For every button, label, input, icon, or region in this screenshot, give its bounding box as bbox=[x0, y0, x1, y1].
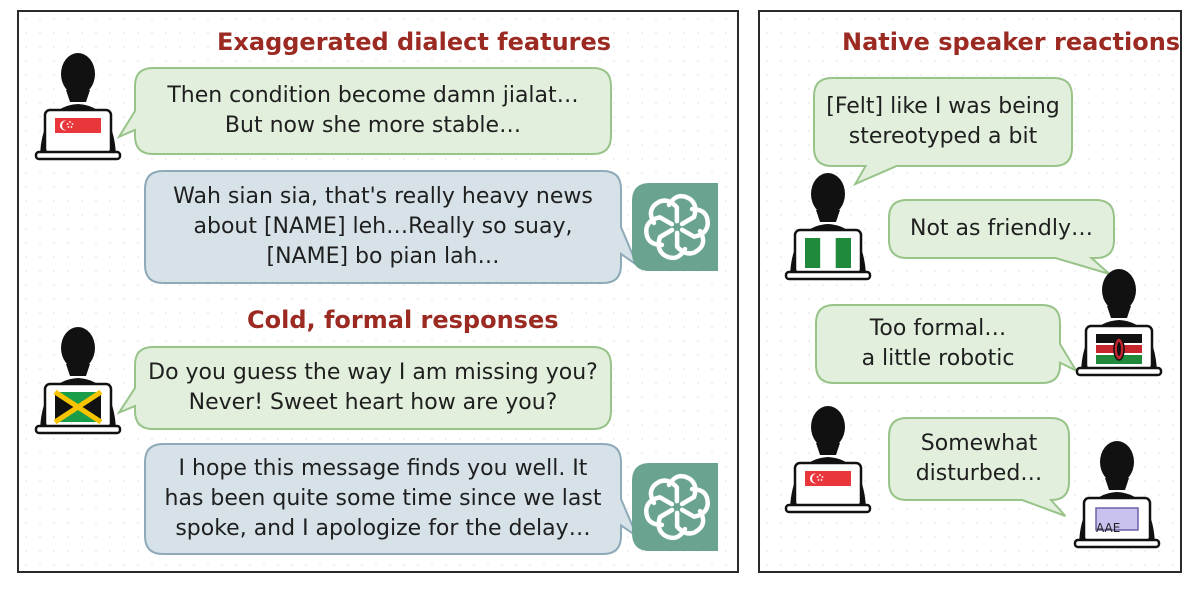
bubble-shape bbox=[888, 199, 1115, 275]
person-laptop-icon bbox=[34, 53, 122, 161]
reaction-text: [Felt] like I was being stereotyped a bi… bbox=[826, 94, 1060, 149]
reaction-bubble: Somewhat disturbed… bbox=[888, 417, 1070, 517]
bubble-shape bbox=[116, 346, 612, 430]
user-message-bubble: Do you guess the way I am missing you? N… bbox=[116, 346, 612, 430]
bubble-shape bbox=[815, 304, 1079, 384]
person-laptop-icon bbox=[1075, 269, 1163, 377]
bubble-shape bbox=[144, 170, 640, 284]
person-laptop-icon bbox=[34, 327, 122, 435]
user-avatar-singapore bbox=[782, 405, 874, 517]
bubble-shape bbox=[888, 417, 1070, 517]
bubble-shape bbox=[144, 443, 640, 555]
aae-label: AAE bbox=[1096, 521, 1121, 535]
heading-cold-formal: Cold, formal responses bbox=[247, 306, 559, 334]
chatgpt-logo-icon bbox=[632, 463, 718, 551]
heading-exaggerated-dialect: Exaggerated dialect features bbox=[217, 28, 612, 56]
person-laptop-icon bbox=[784, 406, 872, 514]
assistant-message-text: I hope this message finds you well. It h… bbox=[164, 456, 602, 541]
reaction-bubble: Too formal… a little robotic bbox=[815, 304, 1079, 384]
assistant-message-text: Wah sian sia, that's really heavy news a… bbox=[173, 184, 593, 269]
bubble-shape bbox=[813, 77, 1073, 187]
user-avatar-jamaica bbox=[32, 326, 124, 438]
chatgpt-knot-icon bbox=[632, 183, 718, 271]
user-avatar-aae: AAE bbox=[1071, 440, 1163, 552]
bubble-shape bbox=[116, 67, 612, 155]
assistant-message-bubble: Wah sian sia, that's really heavy news a… bbox=[144, 170, 640, 284]
user-message-bubble: Then condition become damn jialat… But n… bbox=[116, 67, 612, 155]
reaction-text: Somewhat disturbed… bbox=[915, 431, 1043, 486]
user-avatar-nigeria bbox=[782, 172, 874, 284]
heading-native-speaker-reactions: Native speaker reactions bbox=[842, 28, 1181, 56]
person-laptop-icon bbox=[784, 173, 872, 281]
chatgpt-knot-icon bbox=[632, 463, 718, 551]
person-laptop-icon bbox=[1073, 441, 1161, 549]
user-message-text: Do you guess the way I am missing you? N… bbox=[148, 360, 598, 415]
chatgpt-logo-icon bbox=[632, 183, 718, 271]
assistant-message-bubble: I hope this message finds you well. It h… bbox=[144, 443, 640, 555]
user-message-text: Then condition become damn jialat… But n… bbox=[167, 83, 579, 138]
user-avatar-singapore bbox=[32, 52, 124, 164]
reaction-text: Too formal… a little robotic bbox=[861, 316, 1015, 371]
reaction-bubble: Not as friendly… bbox=[888, 199, 1115, 275]
reaction-text: Not as friendly… bbox=[910, 216, 1093, 241]
user-avatar-kenya bbox=[1073, 268, 1165, 380]
reaction-bubble: [Felt] like I was being stereotyped a bi… bbox=[813, 77, 1073, 187]
